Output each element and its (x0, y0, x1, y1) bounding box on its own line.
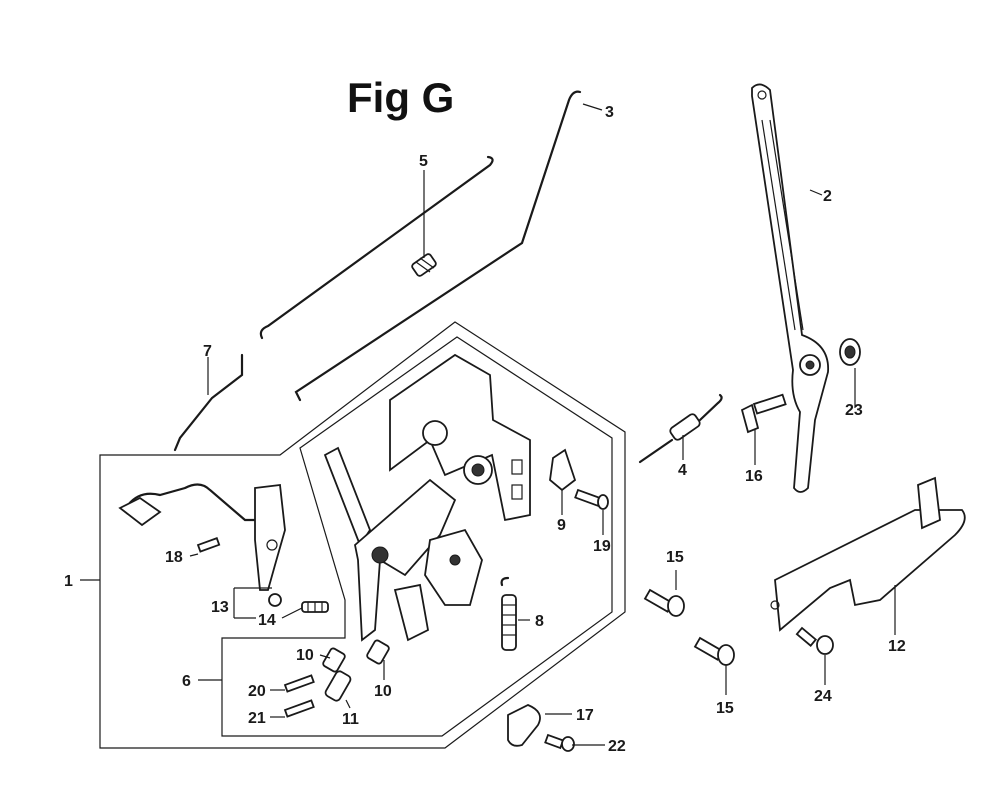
part-label-4: 4 (678, 462, 687, 479)
part-label-21: 21 (248, 710, 266, 727)
part-label-1: 1 (64, 573, 73, 590)
part-label-14: 14 (258, 612, 276, 629)
part-label-15-second: 15 (716, 700, 734, 717)
part-label-24: 24 (814, 688, 832, 705)
part-label-2: 2 (823, 188, 832, 205)
part-label-10: 10 (296, 647, 314, 664)
control-wire-part (259, 155, 494, 340)
clip-part (549, 448, 577, 492)
screw-part (574, 488, 609, 510)
part-label-8: 8 (535, 613, 544, 630)
cable-clamp-part (507, 704, 575, 752)
governor-bracket-part (389, 353, 531, 522)
cover-plate-part (770, 476, 966, 632)
nut-part (839, 338, 861, 366)
part-label-16: 16 (745, 468, 763, 485)
bolt-part (795, 626, 834, 655)
link-rod-part (173, 353, 244, 452)
part-label-6: 6 (182, 673, 191, 690)
part-label-19: 19 (593, 538, 611, 555)
part-label-11: 11 (342, 711, 359, 728)
spring-part (638, 393, 723, 464)
part-label-18: 18 (165, 549, 183, 566)
choke-lever-part (118, 483, 286, 607)
part-label-15: 15 (666, 549, 684, 566)
part-label-10-second: 10 (374, 683, 392, 700)
assembly-boundary-outline (99, 321, 626, 749)
lever-arm-part (751, 83, 829, 493)
part-label-9: 9 (557, 517, 566, 534)
part-label-13: 13 (211, 599, 229, 616)
screw-part (283, 674, 315, 718)
control-rod-part (294, 90, 582, 402)
part-label-12: 12 (888, 638, 906, 655)
leader-lines (80, 103, 896, 746)
flange-bolt-part (643, 588, 735, 666)
bolt-part (196, 537, 221, 553)
bolt-part (740, 393, 787, 434)
throttle-lever-part (323, 446, 483, 642)
subassembly-boundary-outline (221, 336, 613, 737)
part-label-3: 3 (605, 104, 614, 121)
part-label-23: 23 (845, 402, 863, 419)
governor-spring-part (500, 576, 517, 651)
part-label-7: 7 (203, 343, 212, 360)
return-spring-part (301, 601, 329, 613)
part-label-20: 20 (248, 683, 266, 700)
part-label-5: 5 (419, 153, 428, 170)
part-label-22: 22 (608, 738, 626, 755)
small-spring-part (322, 639, 390, 702)
part-label-17: 17 (576, 707, 594, 724)
figure-title: Fig G (347, 74, 455, 121)
